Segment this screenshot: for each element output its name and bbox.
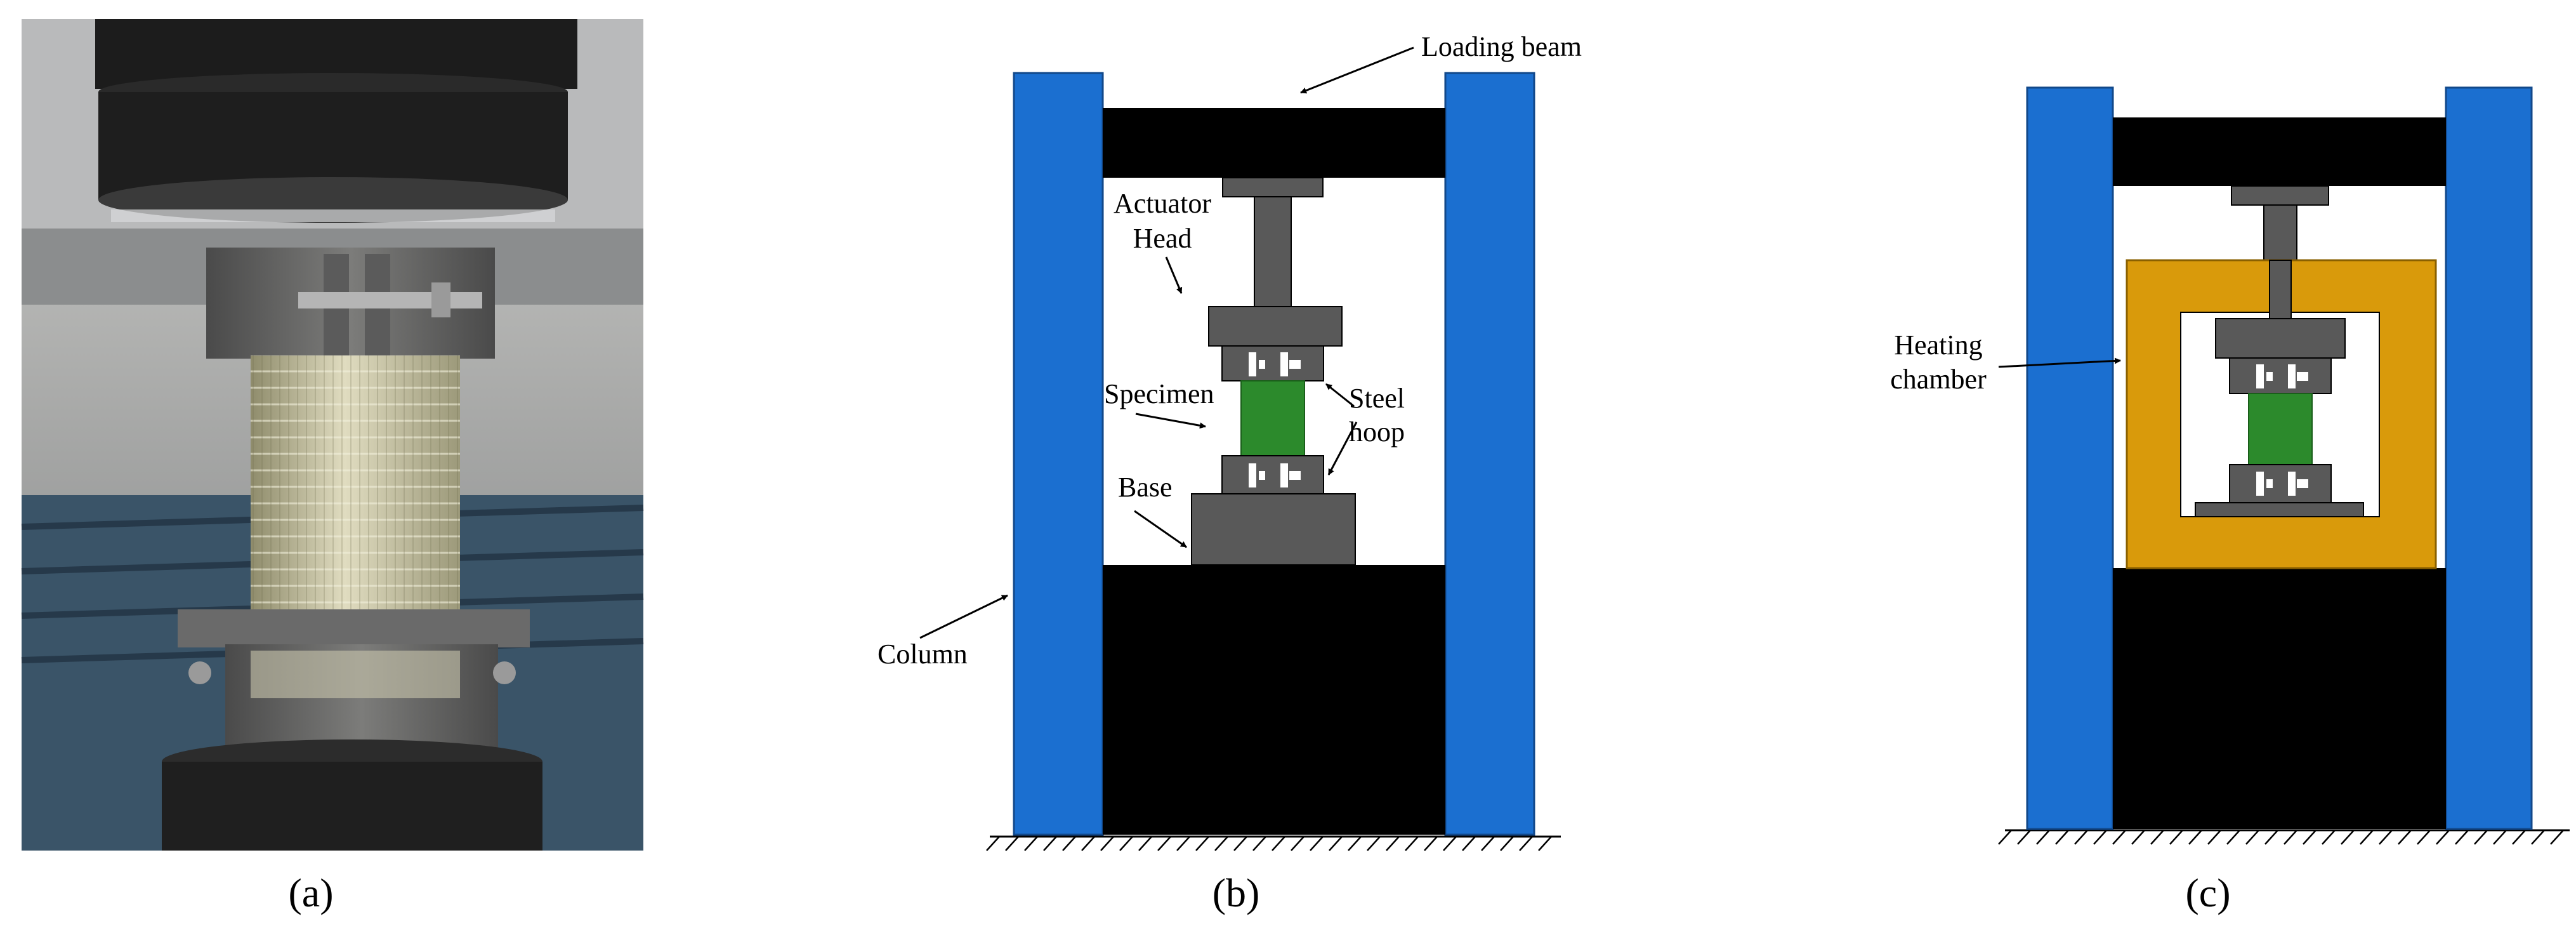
specimen	[1240, 380, 1305, 456]
actuator-plate	[2231, 185, 2329, 206]
actuator-rod	[2263, 204, 2297, 263]
bottom-steel-hoop	[1221, 455, 1324, 494]
actuator-head	[2215, 318, 2346, 359]
label-heating-line1: Heating	[1894, 329, 1982, 361]
left-column	[1013, 72, 1104, 836]
right-column	[1444, 72, 1535, 836]
specimen	[2248, 393, 2313, 465]
schematic-panel-c: Heating chamber (c)	[1890, 86, 2570, 915]
caption-a: (a)	[288, 870, 333, 915]
caption-b: (b)	[1212, 870, 1260, 915]
actuator-rod-lower	[2269, 260, 2292, 319]
label-actuator-line1: Actuator	[1114, 188, 1211, 219]
label-steel-line2: hoop	[1349, 416, 1405, 447]
base-block	[1103, 565, 1445, 835]
actuator-plate	[1222, 177, 1324, 197]
label-column: Column	[877, 639, 968, 670]
actuator-head	[1208, 306, 1343, 347]
bottom-steel-hoop	[2229, 464, 2332, 503]
right-column	[2445, 86, 2533, 830]
top-steel-hoop	[2229, 357, 2332, 394]
loading-beam	[2113, 117, 2446, 186]
photo-panel: (a)	[21, 19, 644, 915]
label-heating-line2: chamber	[1890, 364, 1987, 395]
label-loading-beam: Loading beam	[1421, 31, 1582, 62]
top-steel-hoop	[1221, 345, 1324, 381]
loading-beam	[1103, 108, 1445, 178]
ground-line	[986, 835, 1561, 851]
label-specimen: Specimen	[1104, 378, 1214, 409]
base	[1191, 493, 1356, 566]
label-actuator-line2: Head	[1133, 223, 1192, 254]
base	[2195, 502, 2364, 517]
actuator-rod	[1254, 196, 1292, 308]
base-block	[2113, 568, 2446, 829]
schematic-panel-b: Loading beam Actuator Head Specimen Stee…	[877, 31, 1582, 915]
photo	[21, 19, 644, 851]
left-column	[2026, 86, 2114, 830]
caption-c: (c)	[2185, 870, 2230, 915]
label-base: Base	[1118, 472, 1173, 503]
label-steel-line1: Steel	[1349, 383, 1405, 414]
ground-line	[1998, 829, 2570, 845]
